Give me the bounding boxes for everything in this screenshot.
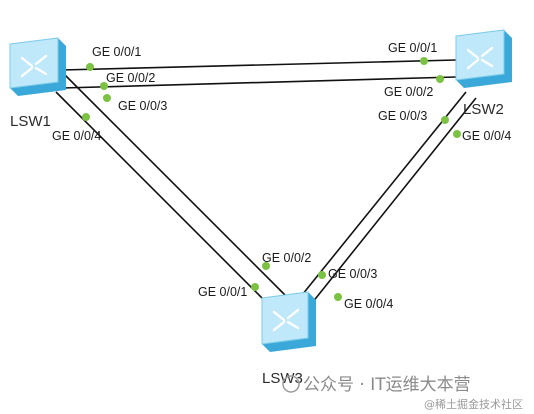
links	[55, 59, 477, 309]
switch-face	[455, 29, 505, 81]
watermark: 公众号 · IT运维大本营 @稀土掘金技术社区	[282, 375, 523, 411]
switch-arrows-icon	[20, 54, 48, 78]
port-dot-lsw3-ge4	[334, 293, 342, 301]
device-label-lsw2: LSW2	[463, 101, 504, 118]
watermark-corner-text: @稀土掘金技术社区	[424, 397, 523, 411]
port-label-lsw3-ge2: GE 0/0/2	[262, 251, 311, 265]
port-label-lsw1-ge4: GE 0/0/4	[52, 129, 101, 143]
switch-lsw3[interactable]	[261, 291, 316, 352]
port-dot-lsw2-ge1	[420, 57, 428, 65]
port-dot-lsw3-ge3	[318, 271, 326, 279]
watermark-main-text: 公众号 · IT运维大本营	[303, 375, 471, 395]
link-lsw2-lsw3-ge4	[307, 97, 477, 309]
port-label-lsw3-ge4: GE 0/0/4	[344, 297, 393, 311]
link-lsw1-lsw2-ge2	[61, 76, 457, 89]
port-dot-lsw3-ge1	[251, 283, 259, 291]
link-lsw2-lsw3-ge3	[297, 91, 467, 301]
port-label-lsw1-ge1: GE 0/0/1	[92, 45, 141, 59]
port-dot-lsw1-ge1	[86, 63, 94, 71]
port-label-lsw1-ge3: GE 0/0/3	[118, 99, 167, 113]
port-dot-lsw2-ge2	[436, 75, 444, 83]
port-labels: GE 0/0/1 GE 0/0/2 GE 0/0/3 GE 0/0/4 GE 0…	[52, 41, 511, 311]
switch-arrows-icon	[272, 308, 300, 332]
device-label-lsw3: LSW3	[262, 370, 303, 387]
link-lsw1-lsw3-ge3	[63, 73, 289, 299]
port-label-lsw1-ge2: GE 0/0/2	[106, 71, 155, 85]
port-label-lsw2-ge1: GE 0/0/1	[388, 41, 437, 55]
device-label-lsw1: LSW1	[10, 113, 51, 130]
switch-face	[261, 291, 309, 345]
port-dot-lsw1-ge4	[82, 113, 90, 121]
port-dot-lsw3-ge2	[262, 262, 270, 270]
port-label-lsw2-ge2: GE 0/0/2	[384, 85, 433, 99]
link-lsw1-lsw3-ge4	[55, 91, 271, 307]
port-dot-lsw1-ge3	[103, 94, 111, 102]
port-dot-lsw2-ge4	[453, 130, 461, 138]
wechat-logo-icon	[282, 375, 300, 393]
switch-arrows-icon	[466, 46, 494, 70]
port-label-lsw3-ge3: GE 0/0/3	[328, 267, 377, 281]
port-dots	[82, 57, 461, 301]
switch-lsw1[interactable]	[9, 37, 66, 96]
link-lsw1-lsw2-ge1	[61, 59, 457, 71]
port-label-lsw3-ge1: GE 0/0/1	[198, 285, 247, 299]
switch-lsw2[interactable]	[455, 29, 512, 88]
port-label-lsw2-ge4: GE 0/0/4	[462, 129, 511, 143]
port-label-lsw2-ge3: GE 0/0/3	[378, 109, 427, 123]
switch-face	[9, 37, 59, 89]
port-dot-lsw1-ge2	[100, 82, 108, 90]
port-dot-lsw2-ge3	[441, 116, 449, 124]
